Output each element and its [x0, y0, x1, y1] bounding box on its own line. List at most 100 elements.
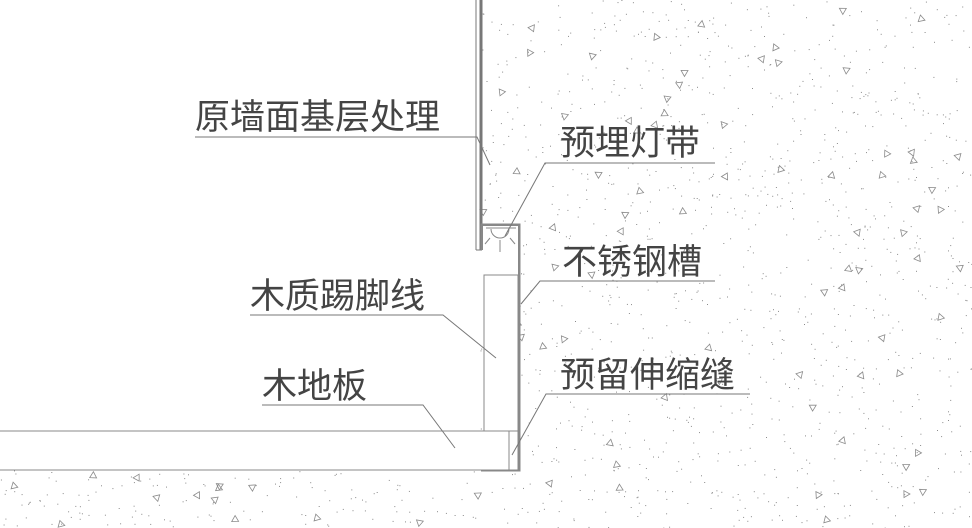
sand-dot	[234, 477, 236, 479]
sand-dot	[779, 515, 781, 517]
aggregate-mark	[917, 14, 926, 23]
sand-dot	[166, 486, 167, 488]
sand-dot	[917, 255, 919, 257]
sand-dot	[841, 284, 842, 286]
sand-dot	[640, 314, 642, 316]
sand-dot	[854, 359, 856, 361]
sand-dot	[833, 285, 835, 287]
sand-dot	[733, 525, 735, 527]
sand-dot	[961, 454, 962, 456]
sand-dot	[612, 264, 614, 266]
sand-dot	[679, 354, 681, 356]
aggregate-mark	[955, 264, 964, 273]
sand-dot	[747, 520, 749, 522]
aggregate-mark	[594, 171, 603, 180]
sand-dot	[904, 67, 905, 69]
aggregate-mark	[907, 148, 915, 157]
sand-dot	[613, 24, 615, 26]
sand-dot	[581, 429, 583, 431]
sand-dot	[28, 503, 30, 505]
sand-dot	[886, 145, 888, 147]
sand-dot	[959, 506, 961, 508]
sand-dot	[556, 342, 558, 344]
sand-dot	[890, 251, 892, 253]
sand-dot	[502, 488, 504, 489]
sand-dot	[405, 521, 406, 523]
sand-dot	[869, 69, 871, 71]
sand-dot	[556, 459, 558, 461]
sand-dot	[727, 211, 729, 213]
sand-dot	[394, 506, 396, 508]
sand-dot	[916, 452, 918, 454]
sand-dot	[540, 124, 542, 126]
sand-dot	[561, 154, 562, 156]
sand-dot	[669, 526, 671, 528]
sand-dot	[512, 118, 514, 120]
sand-dot	[495, 173, 497, 175]
sand-dot	[761, 26, 762, 28]
sand-dot	[648, 70, 650, 72]
sand-dot	[916, 270, 917, 272]
sand-dot	[833, 24, 835, 26]
aggregate-mark	[152, 494, 161, 503]
sand-dot	[748, 353, 750, 355]
sand-dot	[962, 173, 964, 174]
sand-dot	[836, 215, 838, 217]
sand-dot	[707, 122, 709, 124]
sand-dot	[183, 473, 185, 475]
sand-dot	[685, 290, 686, 292]
sand-dot	[864, 226, 866, 228]
sand-dot	[46, 494, 48, 496]
sand-dot	[350, 498, 352, 500]
sand-dot	[882, 425, 884, 427]
sand-dot	[409, 521, 411, 523]
aggregate-mark	[838, 436, 846, 445]
sand-dot	[896, 97, 898, 99]
sand-dot	[868, 418, 869, 420]
sand-dot	[913, 502, 915, 504]
sand-dot	[745, 125, 747, 127]
sand-dot	[561, 500, 563, 502]
sand-dot	[638, 33, 639, 35]
sand-dot	[647, 238, 649, 240]
sand-dot	[81, 513, 83, 515]
sand-dot	[960, 450, 962, 452]
sand-dot	[737, 465, 739, 466]
sand-dot	[629, 132, 631, 134]
sand-dot	[720, 362, 722, 364]
aggregate-mark	[757, 55, 765, 64]
sand-dot	[769, 64, 771, 66]
sand-dot	[62, 493, 64, 495]
sand-dot	[630, 205, 632, 207]
sand-dot	[824, 134, 826, 135]
sand-dot	[922, 110, 924, 112]
sand-dot	[849, 315, 851, 317]
sand-dot	[913, 109, 915, 111]
sand-dot	[709, 20, 711, 22]
sand-dot	[473, 471, 475, 473]
wood-skirting	[483, 274, 519, 433]
sand-dot	[88, 499, 90, 501]
sand-dot	[793, 101, 795, 103]
sand-dot	[691, 89, 693, 91]
sand-dot	[373, 493, 375, 495]
sand-dot	[140, 480, 142, 482]
sand-dot	[651, 238, 653, 240]
sand-dot	[573, 406, 575, 408]
aggregate-mark	[678, 206, 688, 215]
sand-dot	[561, 116, 563, 118]
sand-dot	[279, 485, 280, 487]
sand-dot	[812, 79, 813, 80]
sand-dot	[641, 133, 643, 135]
aggregate-mark	[896, 368, 904, 378]
sand-dot	[305, 523, 307, 525]
sand-dot	[818, 160, 820, 161]
sand-dot	[643, 349, 645, 351]
sand-dot	[832, 375, 834, 377]
sand-dot	[541, 101, 543, 103]
sand-dot	[659, 133, 661, 135]
sand-dot	[541, 461, 543, 463]
sand-dot	[624, 496, 625, 498]
sand-dot	[865, 427, 867, 429]
sand-dot	[814, 109, 816, 111]
